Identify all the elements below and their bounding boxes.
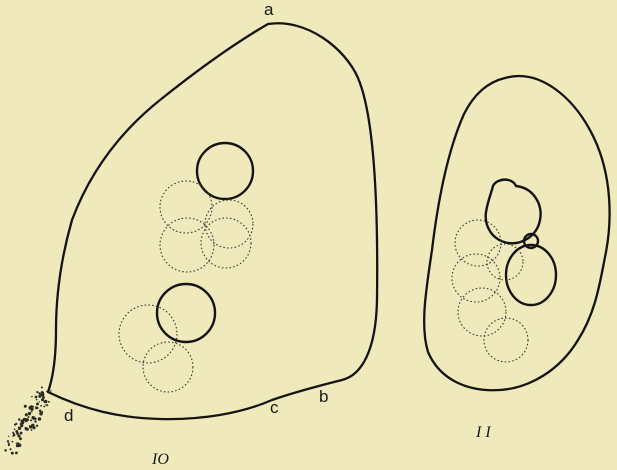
granule	[35, 418, 37, 420]
granule	[12, 435, 14, 437]
granule	[34, 420, 36, 422]
granule	[36, 399, 38, 401]
granule	[31, 411, 33, 413]
granule	[15, 452, 18, 455]
granule	[26, 427, 28, 429]
granule	[45, 404, 46, 405]
granule	[42, 394, 44, 396]
granule	[20, 423, 22, 425]
figure-10-label-a: a	[264, 0, 274, 19]
granule	[39, 401, 40, 402]
granule	[40, 405, 42, 407]
granule	[9, 448, 11, 450]
figure-11: I I	[424, 76, 609, 441]
granule	[31, 429, 33, 431]
granule	[41, 411, 43, 413]
granule	[41, 398, 44, 401]
granule	[37, 407, 39, 409]
granule	[8, 443, 10, 445]
granule	[31, 424, 34, 427]
granule	[14, 428, 16, 430]
granule	[39, 394, 42, 397]
figure-11-cell-outline	[424, 76, 609, 390]
granule	[24, 405, 27, 408]
granule	[15, 430, 18, 433]
granule	[36, 403, 39, 406]
granule	[19, 437, 22, 440]
granule	[18, 427, 21, 430]
granule	[16, 444, 19, 447]
granule	[33, 418, 35, 420]
granule	[46, 391, 47, 392]
granule	[28, 416, 30, 418]
granule	[44, 400, 48, 404]
granule	[20, 432, 22, 434]
figure-10-lower-solid-sphere	[157, 284, 215, 342]
figure-10-dotted-sphere	[160, 218, 214, 272]
figure-10-label-b: b	[319, 387, 328, 406]
figure-10-upper-solid-sphere	[197, 143, 253, 199]
granule	[8, 436, 9, 437]
figure-11-dotted-sphere	[455, 220, 501, 266]
figure-11-dotted-sphere	[458, 288, 506, 336]
figure-11-lower-solid-body	[506, 245, 556, 305]
granule	[41, 386, 43, 388]
granule	[39, 410, 42, 413]
granule	[38, 417, 41, 420]
figure-10: a b c d IO	[4, 0, 377, 468]
figure-10-label-c: c	[270, 398, 279, 417]
granule	[30, 419, 32, 421]
figure-10-label-d: d	[64, 406, 73, 425]
figure-10-number: IO	[151, 451, 169, 468]
granule	[14, 424, 16, 426]
granule	[48, 401, 50, 403]
granule	[50, 390, 52, 392]
granule	[30, 405, 34, 409]
granule	[7, 440, 9, 442]
granule	[16, 442, 18, 444]
granule	[36, 391, 38, 393]
granule	[25, 415, 26, 416]
granule	[31, 396, 32, 397]
granule	[4, 449, 7, 452]
figure-11-number: I I	[475, 424, 491, 441]
figure-10-granular-mass	[4, 386, 51, 454]
granule	[18, 418, 20, 420]
figure-10-dotted-sphere	[201, 218, 251, 268]
figure-11-dotted-sphere	[484, 318, 528, 362]
granule	[25, 420, 27, 422]
figure-10-dotted-sphere	[143, 342, 193, 392]
granule	[43, 405, 45, 407]
figure-10-dotted-sphere	[119, 305, 177, 363]
granule	[38, 392, 40, 394]
granule	[21, 419, 23, 421]
granule	[11, 452, 14, 455]
figure-10-cell-outline	[48, 23, 377, 419]
figure-10-dotted-sphere	[160, 181, 212, 233]
granule	[35, 396, 38, 399]
granule	[28, 412, 31, 415]
granule	[12, 441, 14, 443]
granule	[29, 425, 31, 427]
granule	[36, 425, 38, 427]
granule	[20, 425, 23, 428]
